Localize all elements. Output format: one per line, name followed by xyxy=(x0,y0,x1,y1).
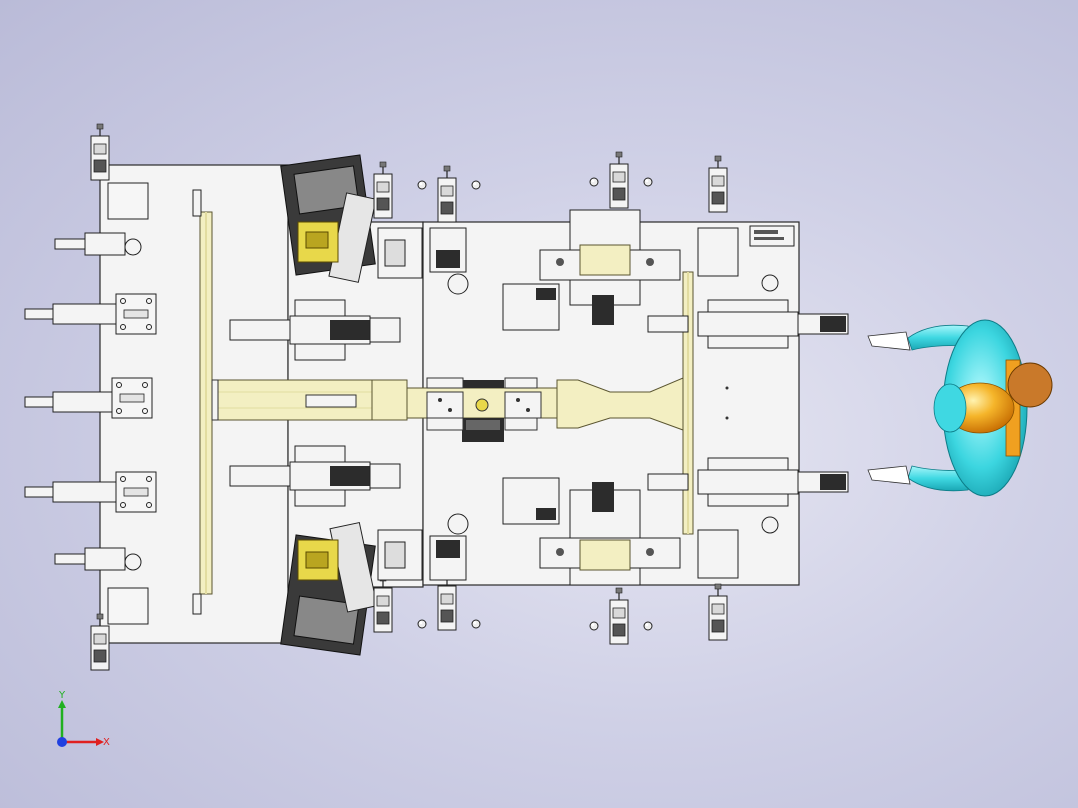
upper-center-assembly xyxy=(502,151,681,331)
central-beam xyxy=(211,377,684,442)
x-axis-label: X xyxy=(103,737,110,748)
lower-left-fixture xyxy=(280,521,423,656)
left-edge-clamps xyxy=(24,123,157,671)
operator-figure xyxy=(867,319,1053,497)
left-vertical-rail xyxy=(192,189,213,615)
right-vertical-rail xyxy=(682,271,694,535)
coordinate-triad: X Y xyxy=(57,690,110,748)
y-axis-label: Y xyxy=(58,690,66,701)
lower-center-assembly xyxy=(502,477,681,645)
upper-left-fixture xyxy=(280,154,423,283)
left-pin-units xyxy=(229,299,401,507)
middle-clamps xyxy=(417,165,481,631)
right-pin-units xyxy=(647,299,849,507)
right-side-clamps xyxy=(697,155,795,641)
